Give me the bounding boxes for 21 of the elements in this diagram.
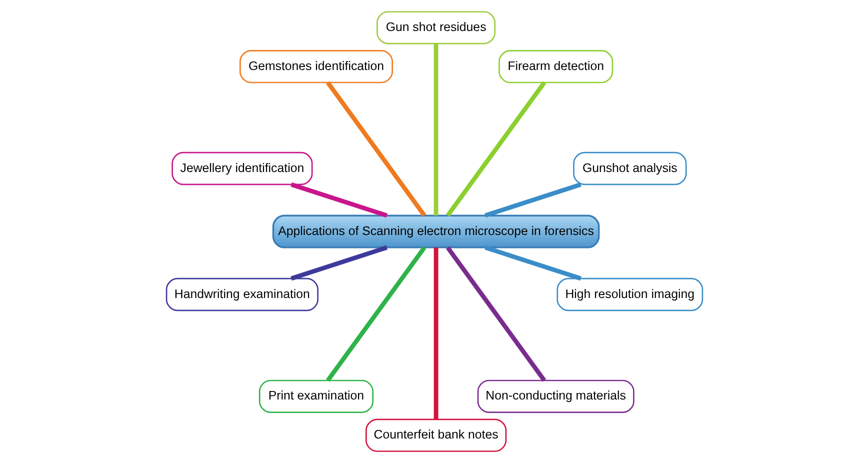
node-box: Firearm detection (498, 50, 613, 84)
connector (433, 44, 438, 216)
connector (445, 81, 546, 217)
node-box: Non-conducting materials (476, 380, 634, 413)
node-box: Gunshot analysis (572, 152, 686, 186)
node-box: Handwriting examination (165, 278, 318, 312)
connector (445, 246, 546, 382)
connector (433, 248, 438, 420)
node-box: Applications of Scanning electron microscope in forensics (272, 214, 600, 248)
node-box: Gemstones identification (238, 50, 392, 84)
node-box: Gun shot residues (376, 11, 496, 44)
connector (290, 182, 388, 218)
connector (290, 245, 388, 281)
connector (484, 245, 581, 281)
node-box: Counterfeit bank notes (365, 418, 506, 452)
node-box: Print examination (258, 380, 374, 413)
node-box: Jewellery identification (171, 152, 312, 186)
connector (326, 246, 426, 382)
connector (484, 182, 581, 218)
connector (326, 81, 426, 217)
node-box: High resolution imaging (556, 278, 703, 312)
